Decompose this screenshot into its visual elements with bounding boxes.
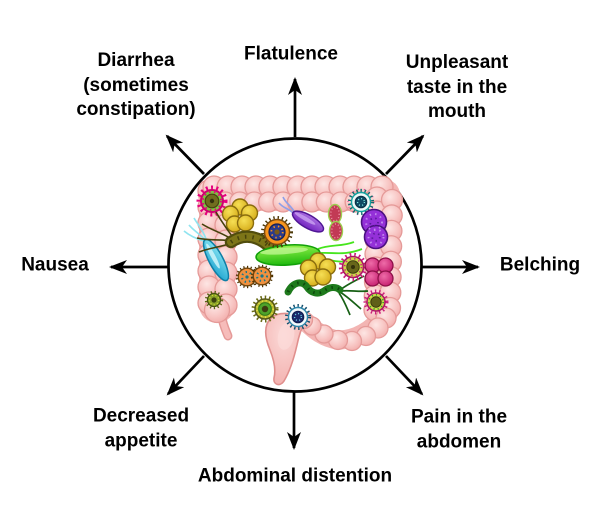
navy-virus-icon bbox=[285, 304, 311, 330]
spiral-bacteria-icon bbox=[284, 275, 369, 316]
sigmoid-virus-icon bbox=[363, 289, 389, 315]
symptom-label-nausea: Nausea bbox=[21, 254, 89, 276]
microbes bbox=[183, 185, 394, 330]
orange-virus-icon bbox=[261, 216, 293, 248]
symptom-label-abdominal-distention: Abdominal distention bbox=[197, 465, 393, 487]
symptom-label-decreased-appetite: Decreased appetite bbox=[92, 405, 190, 451]
olive-virus-icon bbox=[251, 295, 279, 323]
arrow-bottom-left bbox=[166, 355, 205, 396]
pink-cocci-cluster-icon bbox=[364, 257, 394, 287]
magenta-virus-icon bbox=[196, 185, 228, 217]
yellow-cocci-cluster-icon bbox=[221, 198, 259, 233]
small-olive-virus-icon bbox=[204, 290, 224, 310]
arrow-top-right bbox=[385, 134, 425, 175]
cyan-bacteria-icon bbox=[183, 217, 230, 282]
arrow-bottom-right bbox=[385, 355, 424, 396]
yellow-cocci-cluster-icon bbox=[299, 252, 337, 287]
arrow-top-left bbox=[165, 134, 205, 175]
symptom-label-unpleasant-taste: Unpleasant taste in the mouth bbox=[405, 51, 509, 123]
purple-cocci-pair-icon bbox=[360, 208, 389, 250]
symptom-label-flatulence: Flatulence bbox=[244, 43, 338, 65]
red-diplococcus-icon bbox=[327, 203, 344, 242]
symptom-label-belching: Belching bbox=[499, 254, 581, 276]
symptom-label-pain-in-abdomen: Pain in the abdomen bbox=[410, 406, 508, 452]
symptom-label-diarrhea: Diarrhea (sometimes constipation) bbox=[76, 49, 196, 121]
teal-virus-icon bbox=[347, 188, 375, 216]
arrows bbox=[109, 77, 480, 450]
orange-cocci-pair-icon bbox=[235, 264, 274, 289]
purple-rod-bacteria-icon bbox=[278, 196, 325, 233]
rectum-highlight bbox=[277, 322, 295, 350]
